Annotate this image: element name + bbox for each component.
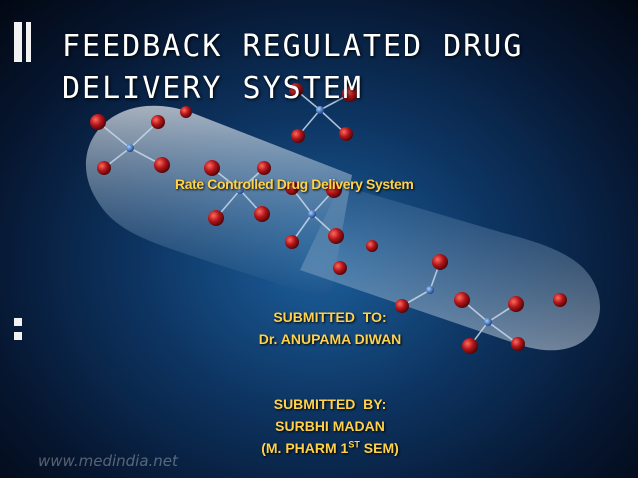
molecule-centers <box>126 106 492 326</box>
course-superscript: ST <box>348 439 360 450</box>
submitted-to-name: Dr. ANUPAMA DIWAN <box>258 331 402 347</box>
submitted-by-heading: SUBMITTED BY: <box>273 396 387 412</box>
decor-bar <box>14 22 22 62</box>
submitted-to-block: SUBMITTED TO: Dr. ANUPAMA DIWAN <box>215 306 445 350</box>
submitted-by-course: (M. PHARM 1ST SEM) <box>220 437 440 459</box>
submitted-by-name: SURBHI MADAN <box>275 418 385 434</box>
sidebar-decoration <box>0 0 40 478</box>
slide-title: FEEDBACK REGULATED DRUG DELIVERY SYSTEM <box>62 26 622 110</box>
title-line-1: FEEDBACK REGULATED DRUG <box>62 29 524 64</box>
molecule-atoms <box>90 83 567 354</box>
title-line-2: DELIVERY SYSTEM <box>62 71 363 106</box>
decor-square <box>14 318 22 326</box>
submitted-by-block: SUBMITTED BY: SURBHI MADAN (M. PHARM 1ST… <box>220 393 440 459</box>
slide-subtitle: Rate Controlled Drug Delivery System <box>175 176 414 192</box>
watermark: www.medindia.net <box>38 452 178 470</box>
submitted-to-heading: SUBMITTED TO: <box>273 309 387 325</box>
decor-square <box>14 332 22 340</box>
course-prefix: (M. PHARM 1 <box>261 440 349 456</box>
capsule-right-half <box>300 185 600 351</box>
capsule-left-half <box>85 105 353 300</box>
decor-bar <box>26 22 31 62</box>
course-suffix: SEM) <box>359 440 399 456</box>
